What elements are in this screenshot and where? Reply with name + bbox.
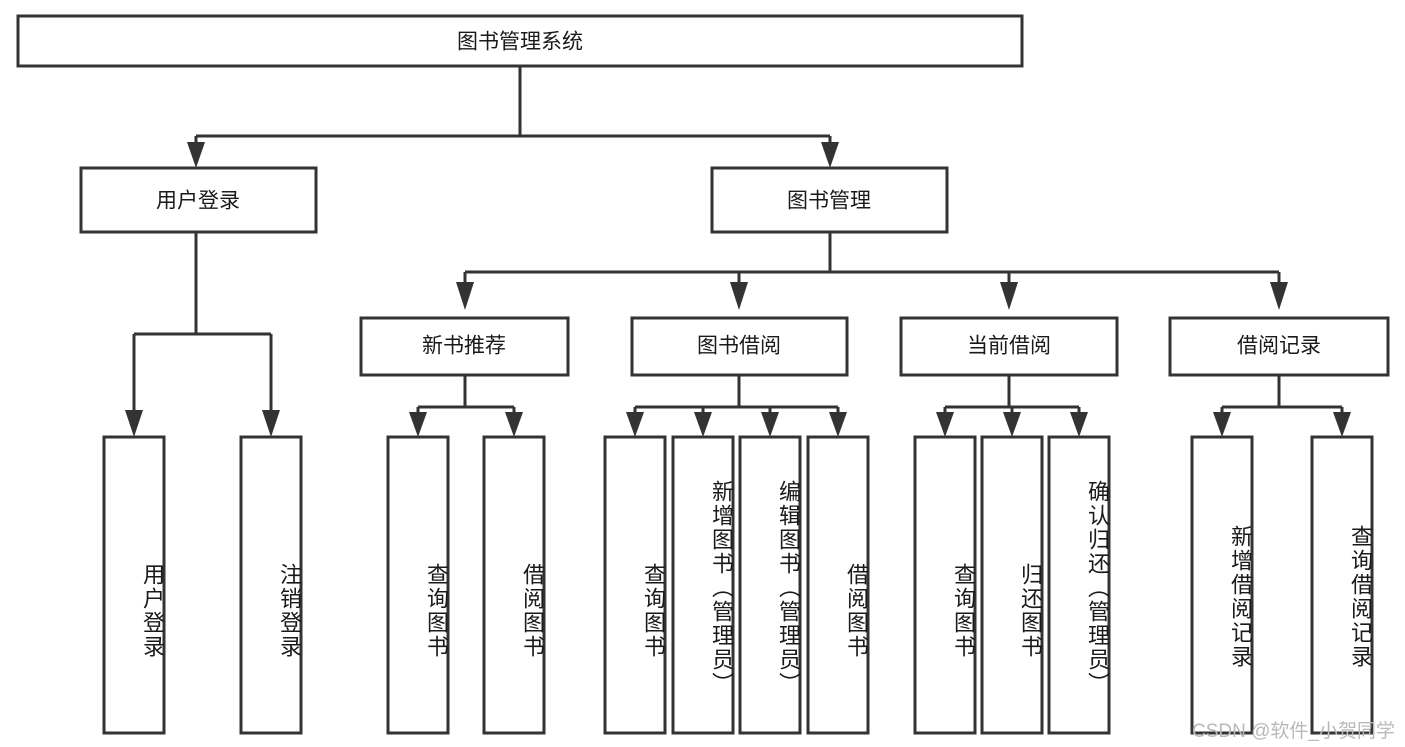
- node-new-book-recommend[interactable]: 新书推荐: [359, 316, 570, 377]
- arrow-head-borrow-leaf3: [761, 412, 779, 437]
- node-box-leaf-user-logout[interactable]: [239, 435, 303, 735]
- node-book-borrow[interactable]: 图书借阅: [630, 316, 849, 377]
- node-box-book-management[interactable]: [710, 166, 949, 234]
- node-box-leaf-bb-borrow-book[interactable]: [806, 435, 870, 735]
- arrow-head-userlogin-leaf1: [125, 410, 143, 437]
- node-box-root[interactable]: [16, 14, 1024, 68]
- arrow-head-borrow-leaf2: [694, 412, 712, 437]
- node-box-leaf-user-login[interactable]: [102, 435, 166, 735]
- node-box-borrow-record[interactable]: [1168, 316, 1390, 377]
- node-box-leaf-bb-add-book[interactable]: [671, 435, 735, 735]
- connector-group-bookmgmt-to-level3: [456, 232, 1288, 310]
- node-box-leaf-cb-confirm-return[interactable]: [1047, 435, 1111, 735]
- arrow-head-userlogin-leaf2: [262, 410, 280, 437]
- arrow-head-current-leaf1: [936, 412, 954, 437]
- node-label-user-login: 用户登录: [156, 190, 240, 213]
- connector-group-borrow-to-leaves: [626, 375, 847, 437]
- node-label-book-management: 图书管理: [787, 190, 871, 213]
- node-box-leaf-bb-query-book[interactable]: [603, 435, 667, 735]
- connector-group-newbook-to-leaves: [409, 375, 523, 437]
- node-label-book-borrow: 图书借阅: [697, 335, 781, 358]
- node-box-leaf-br-add-record[interactable]: [1190, 435, 1254, 735]
- arrow-head-root-to-bookmgmt: [821, 142, 839, 168]
- node-current-borrow[interactable]: 当前借阅: [899, 316, 1119, 377]
- node-label-current-borrow: 当前借阅: [967, 335, 1051, 358]
- arrow-head-bookmgmt-c4: [1270, 282, 1288, 310]
- node-label-new-book-recommend: 新书推荐: [422, 335, 506, 358]
- node-box-leaf-cb-return-book[interactable]: [980, 435, 1044, 735]
- arrow-head-bookmgmt-c2: [730, 282, 748, 310]
- connector-group-userlogin-to-leaves: [125, 232, 280, 437]
- arrow-head-record-leaf1: [1213, 412, 1231, 437]
- node-book-management[interactable]: 图书管理: [710, 166, 949, 234]
- node-label-root: 图书管理系统: [457, 31, 583, 54]
- node-box-leaf-nb-borrow-book[interactable]: [482, 435, 546, 735]
- node-box-leaf-br-query-record[interactable]: [1310, 435, 1374, 735]
- connector-group-record-to-leaves: [1213, 375, 1351, 437]
- node-box-user-login[interactable]: [79, 166, 318, 234]
- node-box-new-book-recommend[interactable]: [359, 316, 570, 377]
- node-root-book-management-system[interactable]: 图书管理系统: [16, 14, 1024, 68]
- node-user-login[interactable]: 用户登录: [79, 166, 318, 234]
- arrow-head-borrow-leaf1: [626, 412, 644, 437]
- connector-group-current-to-leaves: [936, 375, 1088, 437]
- arrow-head-bookmgmt-c3: [1000, 282, 1018, 310]
- arrow-head-newbook-leaf2: [505, 412, 523, 437]
- node-box-current-borrow[interactable]: [899, 316, 1119, 377]
- node-box-leaf-nb-query-book[interactable]: [386, 435, 450, 735]
- arrow-head-record-leaf2: [1333, 412, 1351, 437]
- node-box-leaf-bb-edit-book[interactable]: [738, 435, 802, 735]
- connector-group-root-to-level2: [187, 66, 839, 168]
- node-box-book-borrow[interactable]: [630, 316, 849, 377]
- node-box-leaf-cb-query-book[interactable]: [913, 435, 977, 735]
- arrow-head-current-leaf3: [1070, 412, 1088, 437]
- arrow-head-current-leaf2: [1003, 412, 1021, 437]
- node-borrow-record[interactable]: 借阅记录: [1168, 316, 1390, 377]
- node-label-borrow-record: 借阅记录: [1237, 335, 1321, 358]
- arrow-head-bookmgmt-c1: [456, 282, 474, 310]
- arrow-head-root-to-userlogin: [187, 142, 205, 168]
- csdn-watermark: CSDN @软件_小贺同学: [1192, 721, 1395, 742]
- arrow-head-newbook-leaf1: [409, 412, 427, 437]
- arrow-head-borrow-leaf4: [829, 412, 847, 437]
